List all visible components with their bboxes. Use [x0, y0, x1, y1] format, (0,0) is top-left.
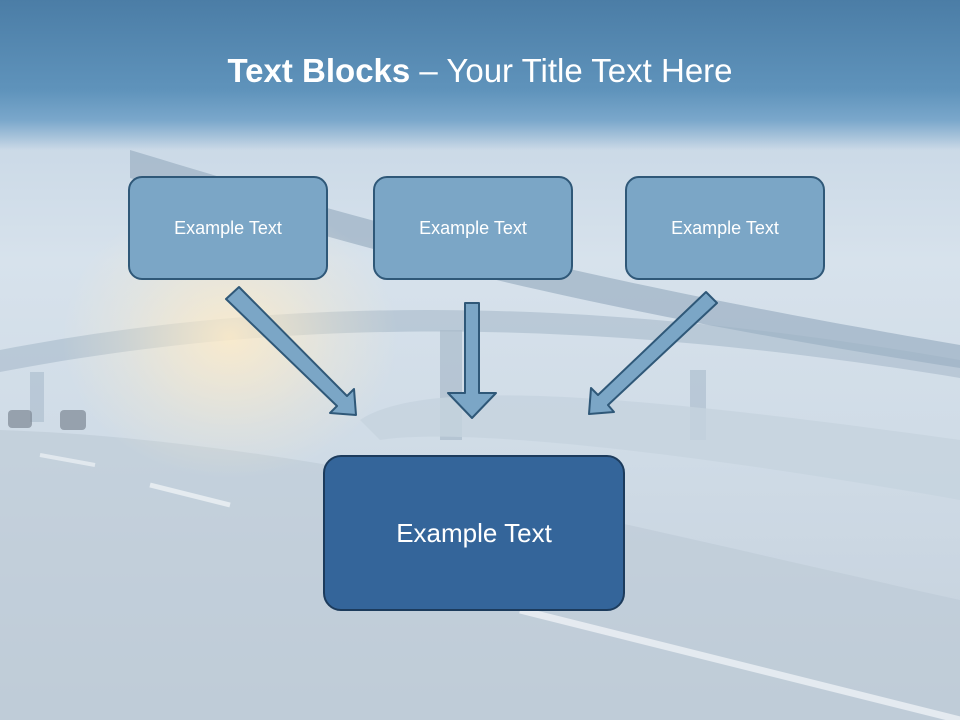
- slide-title: Text Blocks – Your Title Text Here: [0, 52, 960, 90]
- target-text-block[interactable]: Example Text: [323, 455, 625, 611]
- title-bold: Text Blocks: [227, 52, 411, 89]
- title-bar: [0, 0, 960, 150]
- arrow-right: [588, 291, 718, 415]
- arrow-middle: [447, 302, 497, 419]
- text-block-1[interactable]: Example Text: [128, 176, 328, 280]
- arrow-left: [225, 286, 357, 416]
- title-rest: – Your Title Text Here: [410, 52, 733, 89]
- text-block-2[interactable]: Example Text: [373, 176, 573, 280]
- text-block-3[interactable]: Example Text: [625, 176, 825, 280]
